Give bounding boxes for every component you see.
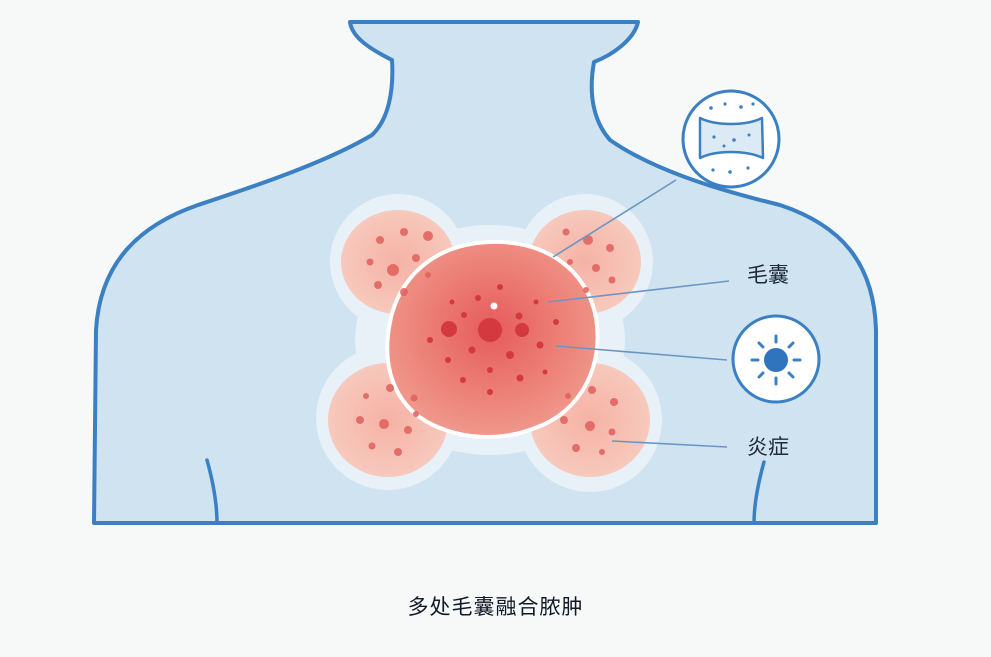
diagram-caption: 多处毛囊融合脓肿 [407,595,584,619]
follicle-tissue-icon [681,89,781,189]
pus-highlight [490,302,498,310]
follicle-label: 毛囊 [747,263,789,287]
armpit-line-right [752,460,766,525]
armpit-line-left [205,458,219,525]
leader-lines [547,179,730,448]
bacteria-icon [731,314,821,404]
inflammation-label: 炎症 [747,435,789,459]
pustule-dots-center [427,284,559,395]
